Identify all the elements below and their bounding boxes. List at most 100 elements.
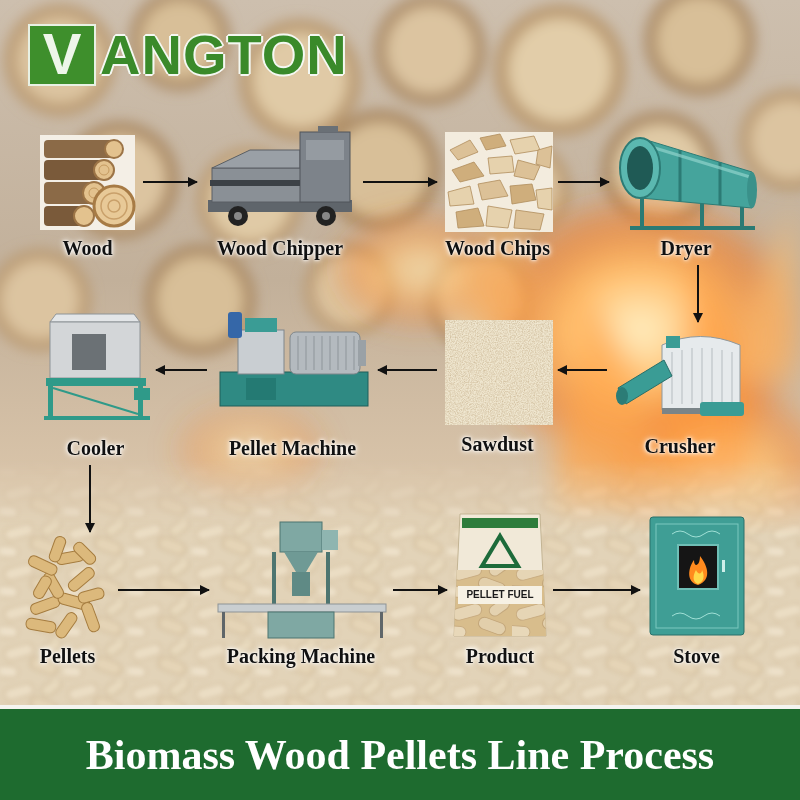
- wood-chipper-picture: [212, 150, 300, 168]
- packing-machine-picture: [380, 612, 383, 638]
- pellet-machine-picture: [358, 340, 366, 366]
- step-label: Crusher: [644, 434, 715, 460]
- sawdust-picture: [445, 320, 553, 425]
- logo-text: ANGTON: [100, 24, 348, 86]
- wood-logs-picture: [105, 140, 123, 158]
- crusher-picture: [692, 348, 693, 404]
- flow-arrow: [553, 589, 640, 591]
- pellets-background: [0, 460, 800, 710]
- flow-arrow: [156, 369, 207, 371]
- wood-chips-picture: [450, 140, 478, 160]
- wood-chips-picture: [514, 210, 544, 230]
- dryer-picture: [679, 150, 682, 202]
- wood-chipper-picture: [306, 140, 344, 160]
- wood-logs-picture: [99, 165, 109, 175]
- cooler-picture: [50, 322, 140, 378]
- logo-mark: V: [28, 24, 96, 86]
- wood-logs-picture: [94, 160, 114, 180]
- pellets-picture: [72, 540, 98, 566]
- pellet-machine-picture: [220, 312, 368, 406]
- wood-logs-picture: [74, 206, 94, 226]
- stove-picture: [694, 570, 704, 584]
- step-label: Cooler: [67, 436, 125, 462]
- pellet-machine-picture: [314, 336, 315, 370]
- crusher-picture: [700, 402, 744, 416]
- stove-picture: [672, 531, 720, 537]
- packing-machine-picture: [322, 530, 338, 550]
- packing-machine-picture: [292, 572, 310, 596]
- process-step: Pellet Machine: [210, 305, 375, 462]
- stove-picture: [678, 545, 718, 589]
- flow-arrow: [89, 465, 91, 532]
- packing-machine-picture: [326, 552, 330, 612]
- stove-picture: [689, 556, 707, 585]
- packing-machine-picture: [222, 612, 225, 638]
- cooler-picture: [44, 314, 150, 420]
- wood-chips-picture: [536, 188, 552, 210]
- flow-arrow: [697, 265, 699, 322]
- pellet-machine-picture: [322, 336, 323, 370]
- cooler-picture: [72, 334, 106, 370]
- packing-machine-picture: [272, 552, 276, 612]
- wood-chips-picture: [488, 156, 514, 174]
- log-ends-background: [645, 0, 755, 95]
- crusher-picture: [732, 352, 733, 404]
- title-band-edge: [0, 705, 800, 709]
- wood-chips-picture: [514, 160, 540, 180]
- product-bag-picture: [454, 514, 546, 636]
- process-step: Sawdust: [440, 317, 555, 458]
- log-ends-background: [156, 256, 244, 344]
- product-bag-picture: [458, 586, 542, 604]
- pellet-machine-picture: [246, 378, 276, 400]
- pellets-picture: [25, 617, 56, 633]
- packing-machine-picture: [218, 522, 386, 638]
- log-ends-background: [375, 0, 485, 105]
- crusher-picture: [672, 352, 673, 404]
- title-band: [0, 709, 800, 800]
- packing-machine-picture: [268, 612, 334, 638]
- process-step: Packing Machine: [212, 515, 390, 670]
- step-label: Product: [466, 644, 535, 670]
- crusher-picture: [666, 336, 680, 348]
- log-ends-background: [656, 0, 744, 84]
- wood-chips-picture: [510, 136, 540, 154]
- crusher-picture: [702, 348, 703, 404]
- wood-chips-picture: [452, 162, 484, 182]
- cooler-picture: [53, 388, 138, 414]
- wood-logs-picture: [94, 186, 134, 226]
- pellet-machine-picture: [354, 336, 355, 370]
- pellet-machine-picture: [290, 332, 360, 374]
- dryer-picture: [620, 138, 757, 230]
- bag-print: PELLET FUEL: [466, 587, 533, 603]
- pellet-machine-picture: [330, 336, 331, 370]
- pellets-background: [0, 460, 800, 710]
- crusher-picture: [682, 350, 683, 404]
- dryer-picture: [627, 146, 653, 190]
- product-bag-picture: [482, 536, 518, 566]
- wood-chipper-picture: [322, 212, 330, 220]
- wood-logs-picture: [101, 193, 127, 219]
- product-bag-picture: [454, 570, 546, 636]
- wood-chips-picture: [486, 206, 512, 228]
- wood-logs-picture: [44, 140, 114, 158]
- log-ends-background: [16, 16, 104, 104]
- log-ends-background: [750, 100, 800, 180]
- crusher-picture: [662, 337, 740, 411]
- step-label: Stove: [673, 644, 720, 670]
- cooler-picture: [48, 386, 53, 418]
- process-step: Wood: [35, 130, 140, 262]
- sawdust-picture: [445, 320, 553, 425]
- log-ends-background: [5, 5, 115, 115]
- wood-logs-picture: [40, 135, 135, 230]
- cooler-picture: [134, 388, 150, 400]
- cooler-picture: [50, 314, 140, 322]
- pellet-machine-picture: [346, 336, 347, 370]
- step-label: Pellets: [40, 644, 96, 670]
- product-bag-picture: [462, 518, 538, 528]
- cooler-picture: [44, 416, 150, 420]
- packing-machine-picture: [284, 552, 318, 572]
- dryer-picture: [747, 172, 757, 208]
- pellet-machine-picture: [298, 336, 299, 370]
